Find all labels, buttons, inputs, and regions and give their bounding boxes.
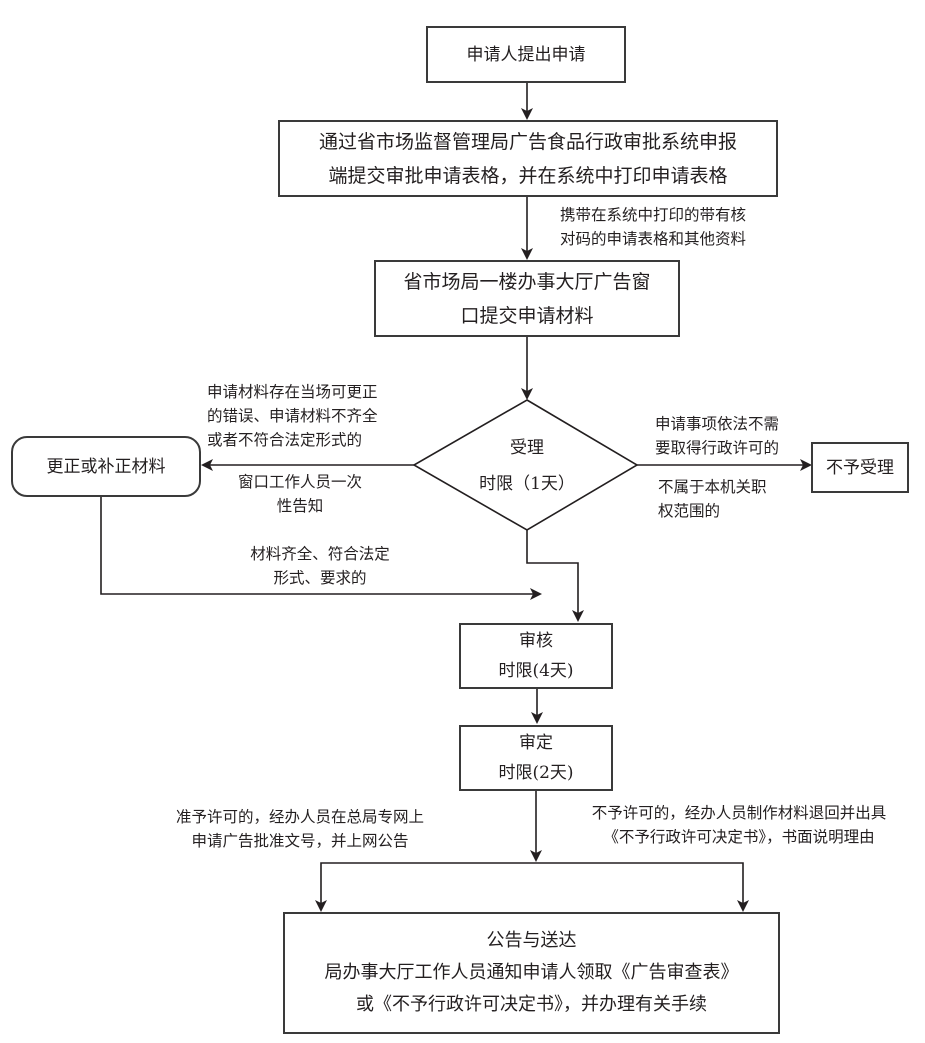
label-to-reject-below: 不属于本机关职 权范围的: [658, 478, 767, 520]
node-online-submit: 通过省市场监督管理局广告食品行政审批系统申报 端提交审批申请表格，并在系统中打印…: [278, 120, 778, 197]
node-review: 审核 时限(4天): [459, 623, 613, 689]
node-decide-line1: 审定: [519, 733, 553, 753]
label-to-correct-below: 窗口工作人员一次 性告知: [237, 473, 362, 515]
node-deliver-line3: 或《不予行政许可决定书》，并办理有关手续: [356, 994, 707, 1015]
node-decide-line2: 时限(2天): [498, 763, 574, 783]
node-accept-line2: 时限（1天）: [479, 474, 575, 494]
node-reject-text: 不予受理: [826, 457, 894, 478]
node-hall-submit-line1: 省市场局一楼办事大厅广告窗: [403, 270, 651, 293]
node-hall-submit: 省市场局一楼办事大厅广告窗 口提交申请材料: [374, 260, 680, 337]
node-accept: 受理 时限（1天）: [452, 430, 602, 502]
node-online-submit-line1: 通过省市场监督管理局广告食品行政审批系统申报: [318, 130, 737, 153]
node-deliver-line2: 局办事大厅工作人员通知申请人领取《广告审查表》: [324, 962, 739, 983]
arrow-correct-loop: [100, 495, 542, 600]
node-online-submit-line2: 端提交审批申请表格，并在系统中打印申请表格: [328, 164, 728, 187]
node-review-line1: 审核: [519, 631, 553, 651]
node-deliver-line1: 公告与送达: [486, 930, 577, 951]
node-reject: 不予受理: [811, 442, 909, 493]
label-deny: 不予许可的，经办人员制作材料退回并出具 《不予行政许可决定书》，书面说明理由: [591, 804, 887, 846]
label-carry-docs: 携带在系统中打印的带有核 对码的申请表格和其他资料: [560, 206, 747, 248]
node-review-line2: 时限(4天): [498, 661, 574, 681]
arrow-split-left: [315, 862, 536, 912]
node-apply-text: 申请人提出申请: [466, 44, 586, 65]
node-decide: 审定 时限(2天): [459, 725, 613, 791]
node-correct-text: 更正或补正材料: [46, 456, 166, 477]
label-to-correct-above: 申请材料存在当场可更正 的错误、申请材料不齐全 或者不符合法定形式的: [207, 383, 378, 449]
node-apply: 申请人提出申请: [426, 26, 626, 83]
node-hall-submit-line2: 口提交申请材料: [460, 304, 594, 327]
arrow-split-right: [536, 862, 749, 912]
label-approve: 准予许可的，经办人员在总局专网上 申请广告批准文号，并上网公告: [175, 808, 424, 850]
node-accept-line1: 受理: [510, 438, 544, 458]
arrow-accept-to-review: [526, 530, 584, 622]
label-complete: 材料齐全、符合法定 形式、要求的: [250, 545, 390, 587]
label-to-reject-above: 申请事项依法不需 要取得行政许可的: [655, 415, 780, 457]
node-deliver: 公告与送达 局办事大厅工作人员通知申请人领取《广告审查表》 或《不予行政许可决定…: [283, 912, 780, 1034]
node-correct: 更正或补正材料: [11, 436, 201, 497]
